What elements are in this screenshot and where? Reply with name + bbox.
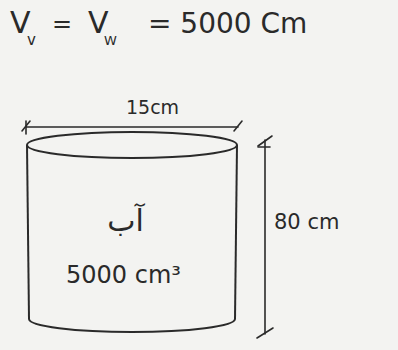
cylinder-tank: آب 5000 cm³ xyxy=(26,128,238,338)
height-dimension-line xyxy=(264,140,266,334)
cylinder-side xyxy=(235,145,237,319)
dimension-tick xyxy=(257,328,273,338)
content-label: آب xyxy=(107,206,144,236)
dimension-tick xyxy=(25,121,27,134)
formula-text: = xyxy=(52,12,72,36)
cylinder-bottom xyxy=(29,319,235,332)
cylinder-top xyxy=(27,132,237,158)
cylinder-side xyxy=(27,145,29,319)
formula-text: v xyxy=(27,33,36,48)
formula-text: W xyxy=(104,34,117,47)
dimension-tick xyxy=(258,146,270,148)
width-dimension-line xyxy=(26,126,238,128)
dimension-tick xyxy=(234,121,242,131)
dimension-label: 80 cm xyxy=(274,212,339,233)
formula-text: = 5000 Cm xyxy=(148,10,307,38)
volume-label: 5000 cm³ xyxy=(66,263,181,287)
dimension-tick xyxy=(258,136,272,146)
dimension-label: 15cm xyxy=(126,98,179,117)
